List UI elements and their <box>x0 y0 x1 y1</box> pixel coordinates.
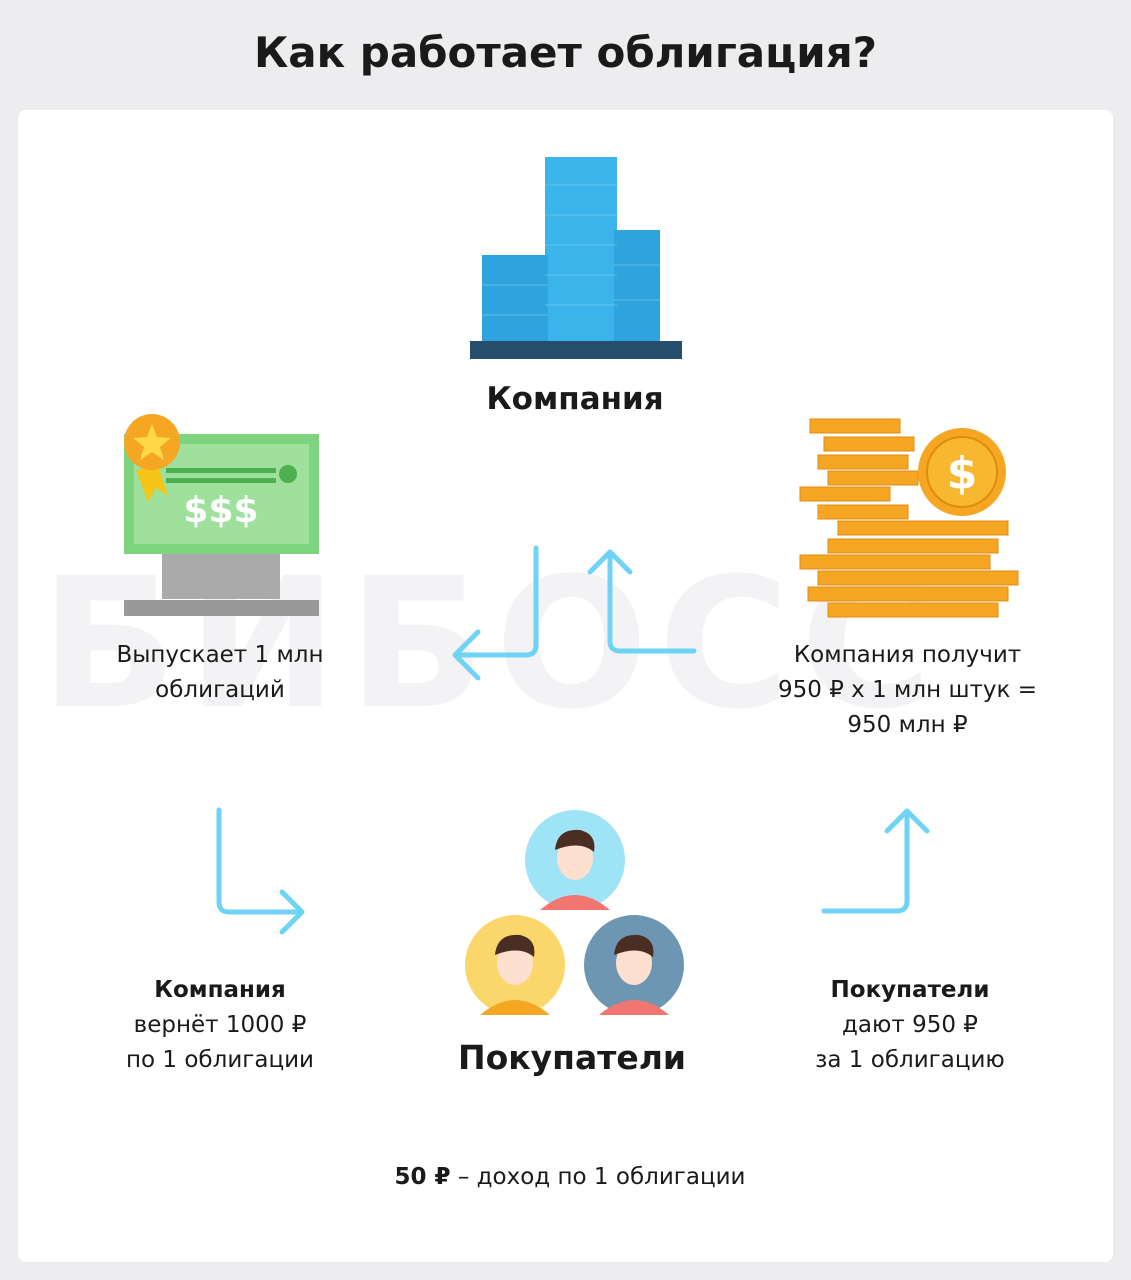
building-icon <box>470 157 682 359</box>
income-text: – доход по 1 облигации <box>450 1164 746 1190</box>
repay-line: вернёт 1000 ₽ <box>133 1012 307 1038</box>
coin-symbol: $ <box>947 448 978 499</box>
avatar <box>465 915 565 1015</box>
receive-line: 950 млн ₽ <box>847 712 968 738</box>
company-label: Компания <box>486 381 664 417</box>
buyers-label: Покупатели <box>457 1038 687 1077</box>
income-amount: 50 ₽ <box>394 1164 451 1190</box>
avatar <box>525 810 625 910</box>
coin-stack-icon: $ <box>799 418 1019 618</box>
receive-text: Компания получит 950 ₽ х 1 млн штук = 95… <box>750 638 1065 743</box>
receive-line: 950 ₽ х 1 млн штук = <box>778 677 1037 703</box>
issue-text: Выпускает 1 млн облигаций <box>80 638 360 708</box>
buyers-avatars <box>465 810 684 1015</box>
repay-line: Компания <box>154 977 286 1003</box>
issue-line: облигаций <box>155 677 285 703</box>
pay-line: за 1 облигацию <box>815 1047 1005 1073</box>
repay-line: по 1 облигации <box>126 1047 314 1073</box>
issue-line: Выпускает 1 млн <box>116 642 324 668</box>
receive-line: Компания получит <box>793 642 1022 668</box>
pay-line: дают 950 ₽ <box>842 1012 978 1038</box>
repay-text: Компания вернёт 1000 ₽ по 1 облигации <box>80 973 360 1078</box>
bond-certificate-icon: $$$ <box>124 414 319 616</box>
pay-line: Покупатели <box>830 977 990 1003</box>
page-title: Как работает облигация? <box>253 28 878 77</box>
avatar <box>584 915 684 1015</box>
pay-text: Покупатели дают 950 ₽ за 1 облигацию <box>770 973 1050 1078</box>
bond-symbols: $$$ <box>183 490 258 531</box>
income-note: 50 ₽ – доход по 1 облигации <box>200 1160 940 1195</box>
